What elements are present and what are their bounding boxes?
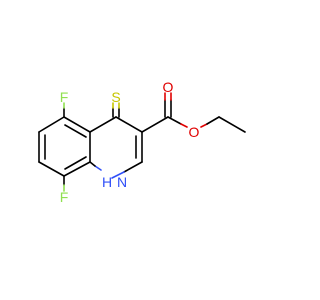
bond: [206, 116, 220, 125]
bond: [38, 161, 65, 177]
bond: [89, 161, 96, 167]
bond: [141, 116, 169, 133]
oxygen-atom-label: O: [189, 124, 200, 140]
fluorine-atom-label: F: [60, 89, 69, 105]
bond: [123, 161, 143, 173]
atom-labels: F F S O O H N: [60, 79, 200, 205]
bond: [63, 161, 91, 177]
bond: [94, 165, 102, 171]
benzene-ring: [38, 116, 91, 177]
bond: [38, 116, 65, 133]
bond: [64, 156, 87, 170]
bond: [167, 116, 182, 125]
bond: [200, 123, 208, 128]
oxygen-atom-label: O: [163, 79, 174, 95]
bond: [180, 123, 188, 128]
fluorine-atom-label: F: [60, 189, 69, 205]
substituents: [63, 92, 246, 192]
bond: [111, 171, 125, 179]
bond: [218, 116, 246, 133]
bond: [63, 116, 91, 133]
pyridine-ring: [89, 116, 143, 179]
bond: [64, 124, 87, 138]
bond: [89, 116, 117, 133]
bond: [115, 116, 143, 133]
molecule-diagram: F F S O O H N: [38, 79, 246, 205]
nitrogen-atom-label: N: [117, 174, 127, 190]
sulfur-atom-label: S: [111, 89, 120, 105]
hydrogen-atom-label: H: [102, 174, 112, 190]
